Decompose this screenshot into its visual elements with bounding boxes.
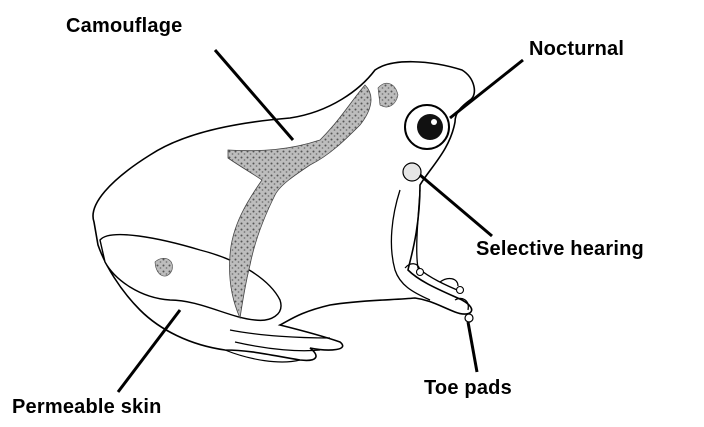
pointer-skin xyxy=(118,310,180,392)
frog-pupil xyxy=(417,114,443,140)
toe-pad xyxy=(457,287,464,294)
eye-highlight xyxy=(431,119,437,125)
pointer-toe-pads xyxy=(468,322,477,372)
toe-pad xyxy=(417,269,424,276)
label-toe-pads: Toe pads xyxy=(424,377,512,400)
label-camouflage: Camoufla­ge xyxy=(66,15,182,38)
pointer-hearing xyxy=(420,175,492,236)
toe-pad xyxy=(465,314,473,322)
label-nocturnal: Nocturnal xyxy=(529,38,624,61)
label-selective-hearing: Selective hearing xyxy=(476,238,644,261)
tympanum xyxy=(403,163,421,181)
label-permeable-skin: Permeable skin xyxy=(12,396,162,419)
